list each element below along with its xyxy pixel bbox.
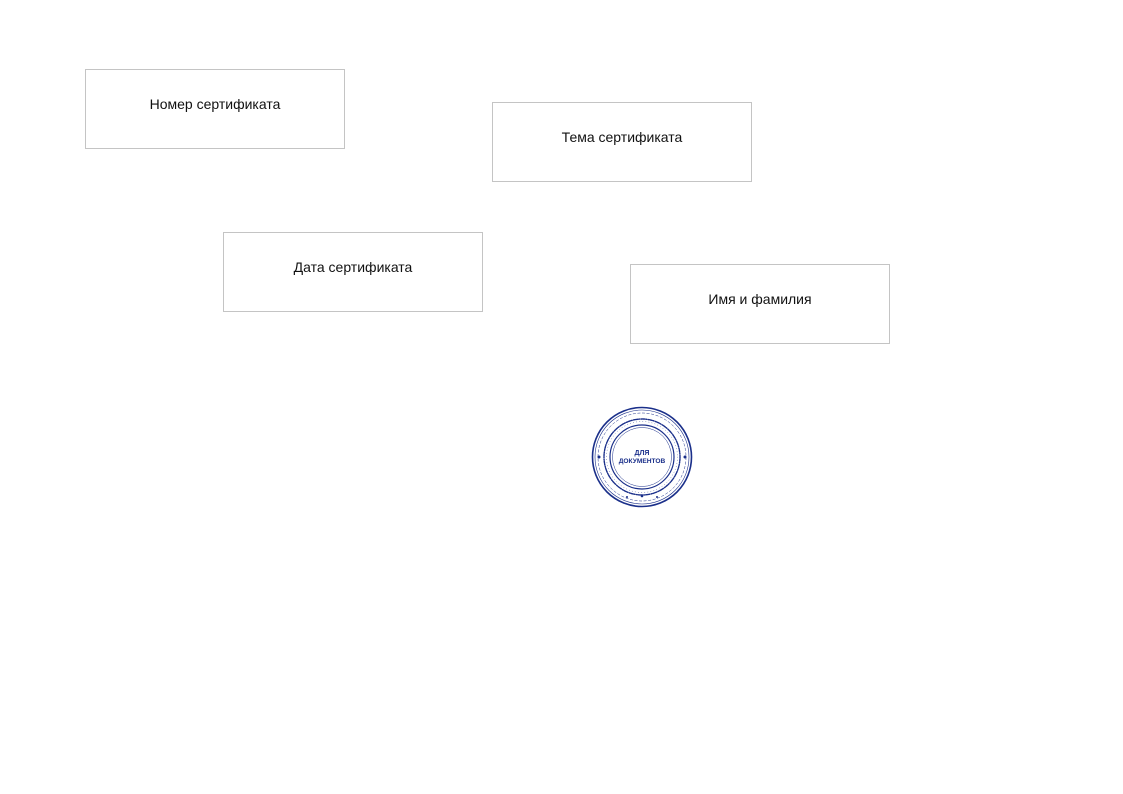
recipient-name-label: Имя и фамилия — [708, 291, 812, 307]
certificate-date-label: Дата сертификата — [293, 259, 413, 275]
stamp-icon: ДЛЯ ДОКУМЕНТОВ — [591, 406, 693, 508]
certificate-topic-label: Тема сертификата — [561, 129, 683, 145]
recipient-name-field[interactable]: Имя и фамилия — [630, 264, 890, 344]
certificate-topic-field[interactable]: Тема сертификата — [492, 102, 752, 182]
certificate-number-field[interactable]: Номер сертификата — [85, 69, 345, 149]
certificate-date-field[interactable]: Дата сертификата — [223, 232, 483, 312]
seal-stamp[interactable]: ДЛЯ ДОКУМЕНТОВ — [591, 406, 693, 508]
stamp-center-line1: ДЛЯ — [635, 450, 650, 457]
certificate-number-label: Номер сертификата — [149, 96, 281, 112]
stamp-center-line2: ДОКУМЕНТОВ — [619, 458, 666, 465]
